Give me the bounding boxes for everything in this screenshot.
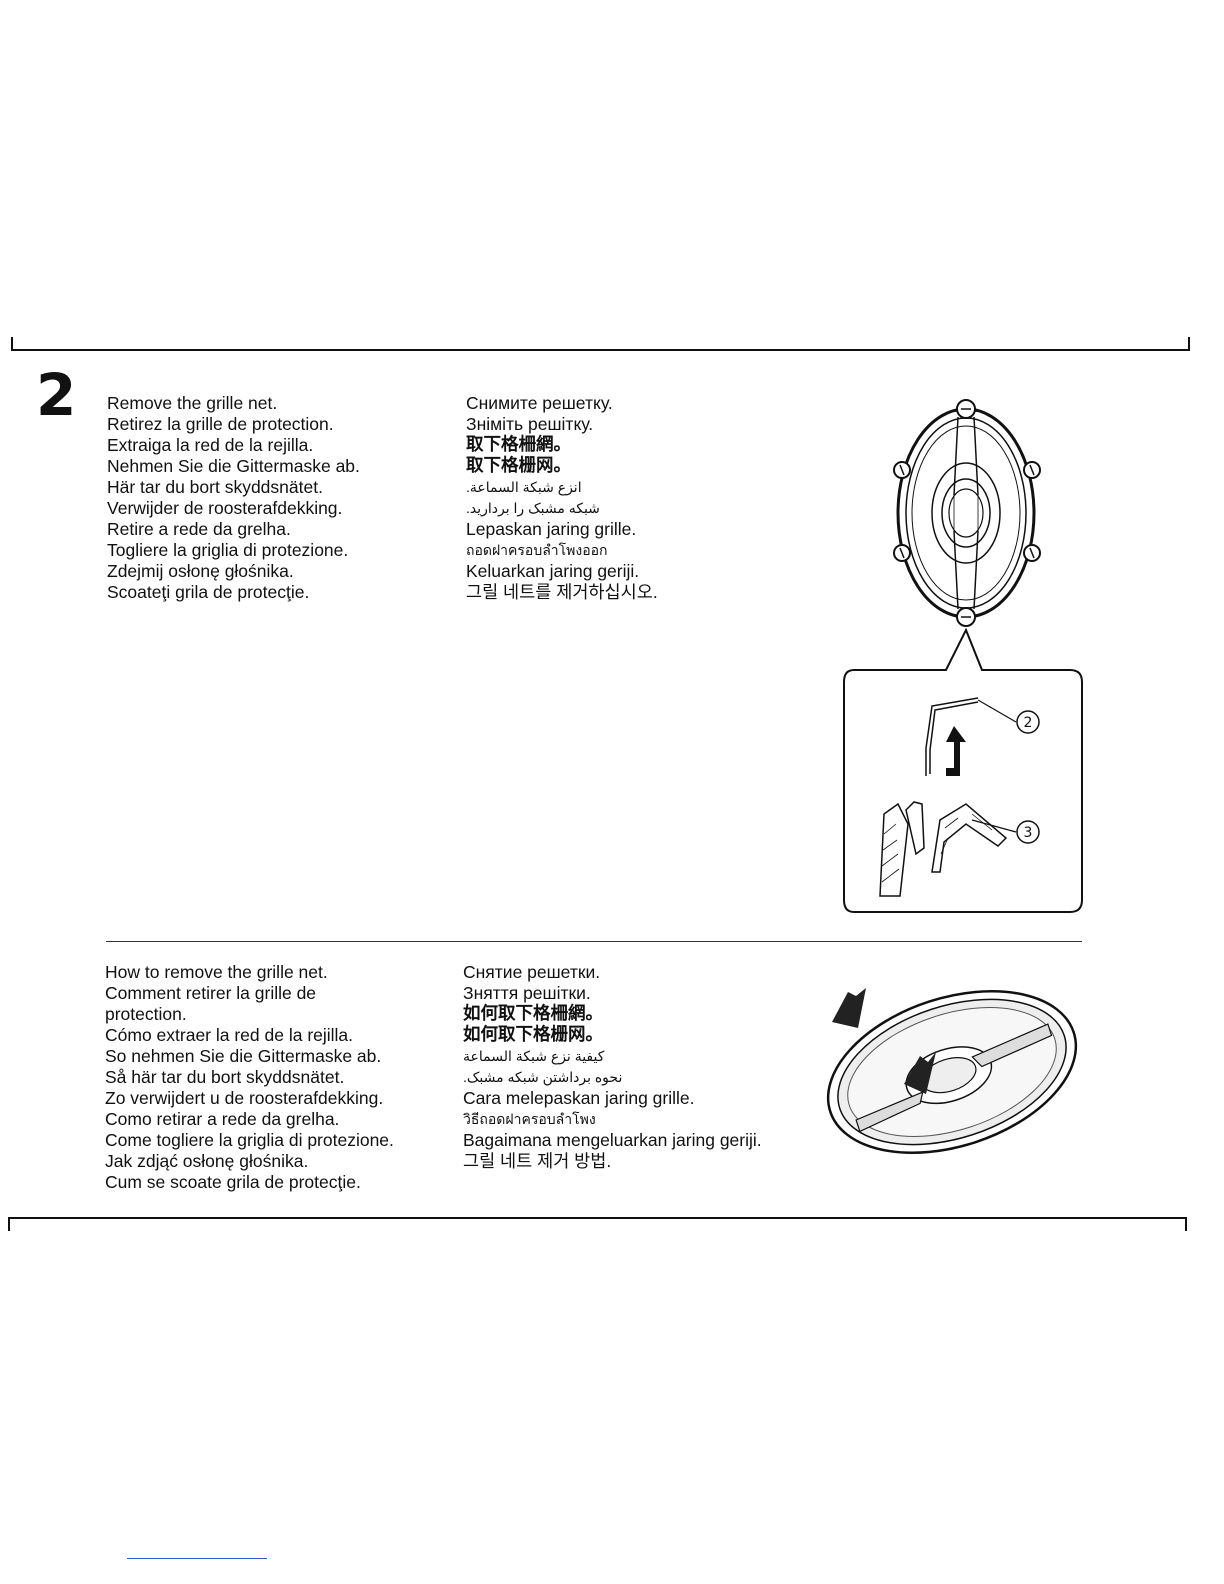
instruction-russian: Снимите решетку. — [466, 393, 613, 413]
frame-corner-right-bottom — [1185, 1217, 1187, 1231]
remove-instructions-other: Снимите решетку. Зніміть решітку. 取下格柵網。… — [466, 393, 806, 603]
instruction-line: Här tar du bort skyddsnätet. — [107, 477, 323, 497]
instruction-line: Nehmen Sie die Gittermaske ab. — [107, 456, 360, 476]
instruction-line: Retire a rede da grelha. — [107, 519, 291, 539]
instruction-russian: Снятие решетки. — [463, 962, 601, 982]
speaker-front-illustration — [893, 399, 1041, 627]
frame-bottom-rule — [9, 1217, 1186, 1219]
instruction-indonesian: Lepaskan jaring grille. — [466, 519, 637, 539]
callout-2 — [1016, 710, 1040, 734]
speaker-clip — [879, 801, 1008, 897]
step-number: 2 — [36, 361, 77, 429]
instruction-line: So nehmen Sie die Gittermaske ab. — [105, 1046, 382, 1066]
instruction-thai: ถอดฝาครอบลำโพงออก — [466, 542, 608, 558]
instruction-line: Togliere la griglia di protezione. — [107, 540, 349, 560]
instruction-persian: نحوه برداشتن شبکه مشبک. — [463, 1069, 623, 1085]
footer-underline — [127, 1558, 267, 1559]
instruction-chinese-traditional: 取下格柵網。 — [466, 435, 571, 455]
instruction-indonesian: Cara melepaskan jaring grille. — [463, 1088, 695, 1108]
instruction-ukrainian: Зніміть решітку. — [466, 414, 594, 434]
instruction-malay: Bagaimana mengeluarkan jaring geriji. — [463, 1130, 762, 1150]
speaker-perspective-illustration — [826, 988, 1078, 1154]
instruction-chinese-simplified: 取下格栅网。 — [466, 456, 571, 476]
remove-instructions-latin: Remove the grille net. Retirez la grille… — [107, 393, 437, 603]
instruction-line: Como retirar a rede da grelha. — [105, 1109, 340, 1129]
down-arrow-icon — [904, 1052, 936, 1094]
up-arrow-icon — [946, 726, 966, 776]
instruction-line: Scoateţi grila de protecţie. — [107, 582, 310, 602]
callout-2-label: 2 — [1024, 715, 1033, 731]
instruction-line: Cum se scoate grila de protecţie. — [105, 1172, 361, 1192]
section-divider — [106, 941, 1082, 942]
frame-corner-left-bottom — [8, 1217, 10, 1231]
clip-detail-callout: 2 3 — [843, 628, 1083, 913]
frame-corner-right-top — [1188, 337, 1190, 351]
instruction-arabic: انزع شبكة السماعة. — [466, 479, 582, 495]
instruction-persian: شبکه مشبک را بردارید. — [466, 500, 600, 516]
grille-wire — [925, 697, 979, 776]
instruction-line: Zo verwijdert u de roosterafdekking. — [105, 1088, 384, 1108]
instruction-ukrainian: Зняття решітки. — [463, 983, 591, 1003]
instruction-line: Cómo extraer la red de la rejilla. — [105, 1025, 354, 1045]
instruction-arabic: كيفية نزع شبكة السماعة — [463, 1048, 605, 1064]
instruction-line: Extraiga la red de la rejilla. — [107, 435, 314, 455]
instruction-line: Comment retirer la grille de protection. — [105, 983, 317, 1024]
down-arrow-icon — [832, 988, 866, 1028]
instruction-chinese-simplified: 如何取下格栅网。 — [463, 1025, 603, 1045]
instruction-malay: Keluarkan jaring geriji. — [466, 561, 640, 581]
instruction-line: Verwijder de roosterafdekking. — [107, 498, 343, 518]
instruction-korean: 그릴 네트를 제거하십시오. — [466, 582, 658, 602]
instruction-line: Come togliere la griglia di protezione. — [105, 1130, 394, 1150]
instruction-line: Retirez la grille de protection. — [107, 414, 334, 434]
instruction-line: Zdejmij osłonę głośnika. — [107, 561, 294, 581]
instruction-line: Jak zdjąć osłonę głośnika. — [105, 1151, 309, 1171]
instruction-korean: 그릴 네트 제거 방법. — [463, 1151, 612, 1171]
howto-instructions-latin: How to remove the grille net. Comment re… — [105, 962, 435, 1193]
instruction-thai: วิธีถอดฝาครอบลำโพง — [463, 1111, 596, 1127]
frame-top-rule — [12, 349, 1189, 351]
callout-3 — [1016, 820, 1040, 844]
instruction-chinese-traditional: 如何取下格柵網。 — [463, 1004, 603, 1024]
howto-instructions-other: Снятие решетки. Зняття решітки. 如何取下格柵網。… — [463, 962, 808, 1172]
instruction-line: How to remove the grille net. — [105, 962, 328, 982]
instruction-line: Remove the grille net. — [107, 393, 278, 413]
callout-3-label: 3 — [1024, 825, 1033, 841]
frame-corner-left-top — [11, 337, 13, 351]
instruction-line: Så här tar du bort skyddsnätet. — [105, 1067, 345, 1087]
